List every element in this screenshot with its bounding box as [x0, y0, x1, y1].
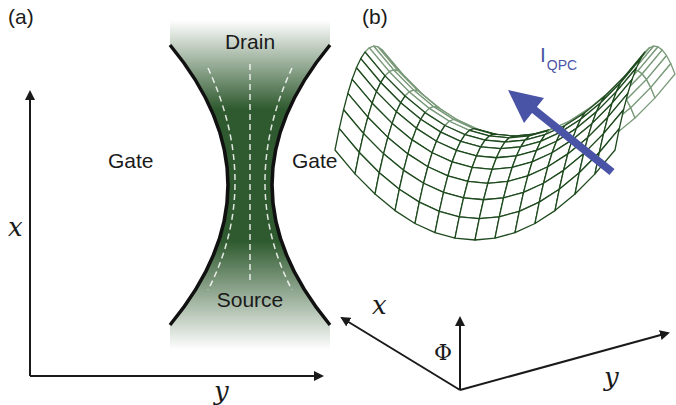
- current-paths: [208, 64, 292, 290]
- current-label: I: [540, 44, 546, 65]
- gate-label: Gate: [108, 150, 154, 171]
- axis-label: y: [214, 378, 229, 404]
- current-subscript: QPC: [547, 58, 577, 72]
- axis-label: Φ: [434, 342, 452, 364]
- axis-label: x: [372, 292, 387, 318]
- terminal-label: Drain: [225, 31, 275, 52]
- axes-a: [30, 92, 322, 376]
- channel: [170, 20, 330, 350]
- gate-edges: [170, 45, 330, 325]
- surface-cell: [495, 211, 519, 238]
- saddle-surface: [335, 46, 675, 240]
- axis-label: x: [8, 214, 23, 240]
- panel-label: (a): [8, 6, 34, 27]
- axis-label: y: [604, 364, 619, 390]
- panel-label: (b): [362, 6, 388, 27]
- axes-b: [342, 318, 668, 390]
- current-arrow: [508, 90, 612, 172]
- terminal-label: Source: [217, 289, 284, 310]
- gate-label: Gate: [292, 150, 338, 171]
- surface-cell: [335, 129, 359, 174]
